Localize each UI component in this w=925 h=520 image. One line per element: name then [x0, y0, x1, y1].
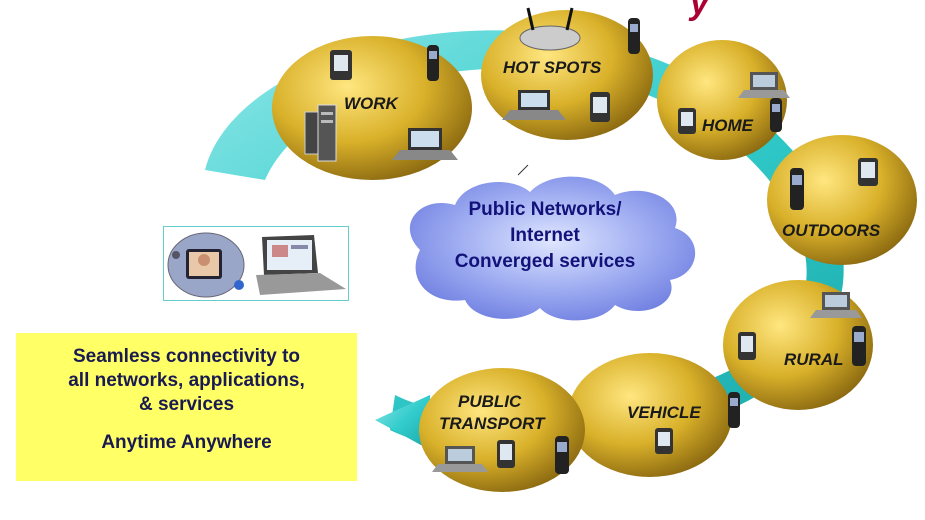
cloud-line: Converged services: [454, 251, 636, 272]
cloud-shape: [409, 164, 696, 321]
laptop-icon: [256, 235, 346, 295]
pda-icon: [330, 50, 352, 80]
callout-line: & services: [138, 394, 235, 415]
videophone-image: [163, 226, 349, 301]
pda-icon: [678, 108, 696, 134]
server-icon: [304, 104, 337, 162]
cellphone-icon: [628, 18, 640, 54]
wireless-router-icon: [519, 7, 581, 51]
teal-ring: [205, 30, 844, 452]
cellphone-icon: [728, 392, 740, 428]
connectivity-callout: Seamless connectivity to all networks, a…: [16, 333, 357, 481]
pda-icon: [858, 158, 878, 186]
videophone-icon: [167, 232, 245, 298]
cellphone-icon: [852, 326, 866, 366]
location-label-hot-spots: HOT SPOTS: [503, 58, 602, 77]
bubble-vehicle: [568, 353, 732, 477]
laptop-icon: [810, 292, 862, 318]
cellphone-icon: [427, 45, 439, 81]
laptop-icon: [502, 90, 566, 120]
ring-arrow-head: [375, 395, 430, 450]
pda-icon: [590, 92, 610, 122]
pda-icon: [738, 332, 756, 360]
cloud-pointer-line: [517, 164, 529, 176]
page-title-fragment: y: [690, 0, 709, 22]
callout-line: all networks, applications,: [68, 370, 305, 391]
cloud-line: Public Networks/: [468, 199, 622, 220]
laptop-icon: [432, 446, 488, 472]
laptop-icon: [738, 72, 790, 98]
location-label-rural: RURAL: [784, 350, 844, 369]
pda-icon: [655, 428, 673, 454]
pda-icon: [497, 440, 515, 468]
cellphone-icon: [770, 98, 782, 132]
callout-line: Seamless connectivity to: [72, 346, 301, 367]
cloud-text: Public Networks/ Internet Converged serv…: [415, 197, 675, 275]
location-label-public: PUBLIC: [458, 392, 522, 411]
laptop-icon: [392, 128, 458, 160]
cellphone-icon: [555, 436, 569, 474]
bubble-home: [657, 40, 787, 160]
bubble-outdoors: [767, 135, 917, 265]
location-label-outdoors: OUTDOORS: [782, 221, 881, 240]
location-label-home: HOME: [702, 116, 753, 135]
callout-tagline: Anytime Anywhere: [101, 432, 272, 453]
cloud-line: Internet: [510, 225, 580, 246]
location-label-work: WORK: [344, 94, 398, 113]
cellphone-icon: [790, 168, 804, 210]
location-label-vehicle: VEHICLE: [627, 403, 701, 422]
location-label-transport: TRANSPORT: [439, 414, 545, 433]
